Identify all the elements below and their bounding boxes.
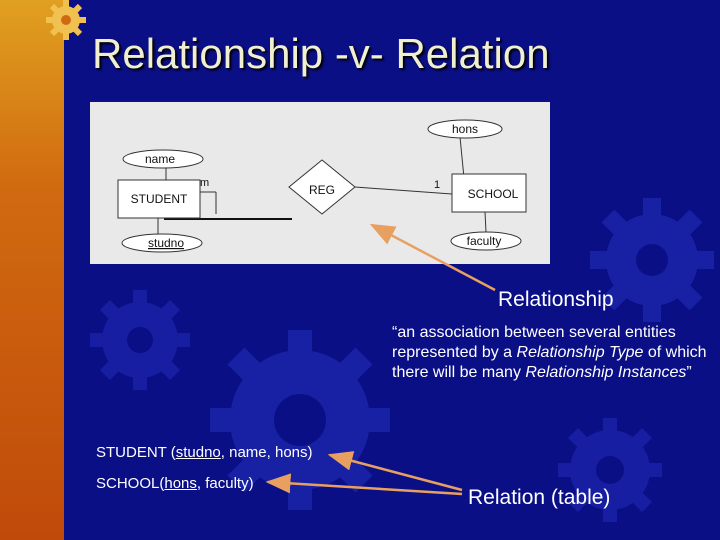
school-table-schema: SCHOOL(hons, faculty) bbox=[96, 475, 254, 492]
relation-table-label: Relation (table) bbox=[468, 486, 611, 509]
entity-student bbox=[117, 179, 201, 219]
attr-hons bbox=[427, 119, 503, 139]
entity-school bbox=[451, 173, 527, 213]
definition-term-relationship-instances: Relationship Instances bbox=[525, 364, 687, 381]
student-table-schema: STUDENT (studno, name, hons) bbox=[96, 444, 313, 461]
slide-title: Relationship -v- Relation bbox=[92, 30, 550, 77]
er-diagram: hons name studno faculty STUDENT SCHOOL … bbox=[90, 102, 550, 264]
definition-part2: of which there will be many bbox=[392, 344, 707, 381]
left-accent-strip bbox=[0, 0, 64, 540]
attr-name-label: name bbox=[145, 152, 175, 166]
gear-icon bbox=[558, 418, 662, 522]
definition-term-relationship-type: Relationship Type bbox=[516, 344, 644, 361]
gear-icon bbox=[46, 0, 86, 40]
relationship-reg-label: REG bbox=[309, 183, 335, 197]
definition-part3: ” bbox=[686, 364, 692, 381]
entity-student-label: STUDENT bbox=[131, 192, 188, 206]
cardinality-1: 1 bbox=[434, 179, 440, 191]
relationship-label: Relationship bbox=[498, 288, 614, 311]
gear-icon bbox=[590, 198, 714, 322]
student-table-rest: , name, hons) bbox=[220, 444, 313, 461]
definition-part1: “an association between several entities… bbox=[392, 324, 676, 361]
attr-studno-label: studno bbox=[148, 236, 184, 250]
school-table-key: hons bbox=[164, 475, 197, 492]
gear-icon bbox=[90, 290, 190, 390]
attr-hons-label: hons bbox=[452, 122, 478, 136]
school-table-open: ( bbox=[159, 475, 165, 492]
entity-school-label: SCHOOL bbox=[468, 187, 519, 201]
hons-link-line bbox=[459, 136, 465, 179]
school-table-name: SCHOOL bbox=[96, 475, 160, 492]
school-table-rest: , faculty) bbox=[196, 475, 254, 492]
attr-studno bbox=[121, 233, 203, 253]
attr-name bbox=[122, 149, 204, 169]
relationship-reg bbox=[288, 159, 356, 215]
student-table-open: ( bbox=[166, 444, 176, 461]
student-table-name: STUDENT bbox=[96, 444, 167, 461]
reg-school-line bbox=[354, 186, 453, 195]
faculty-link-line bbox=[484, 211, 487, 233]
attr-faculty-label: faculty bbox=[467, 234, 502, 248]
cardinality-m: m bbox=[200, 177, 209, 189]
student-table-key: studno bbox=[175, 444, 221, 461]
relationship-definition: “an association between several entities… bbox=[392, 323, 714, 383]
